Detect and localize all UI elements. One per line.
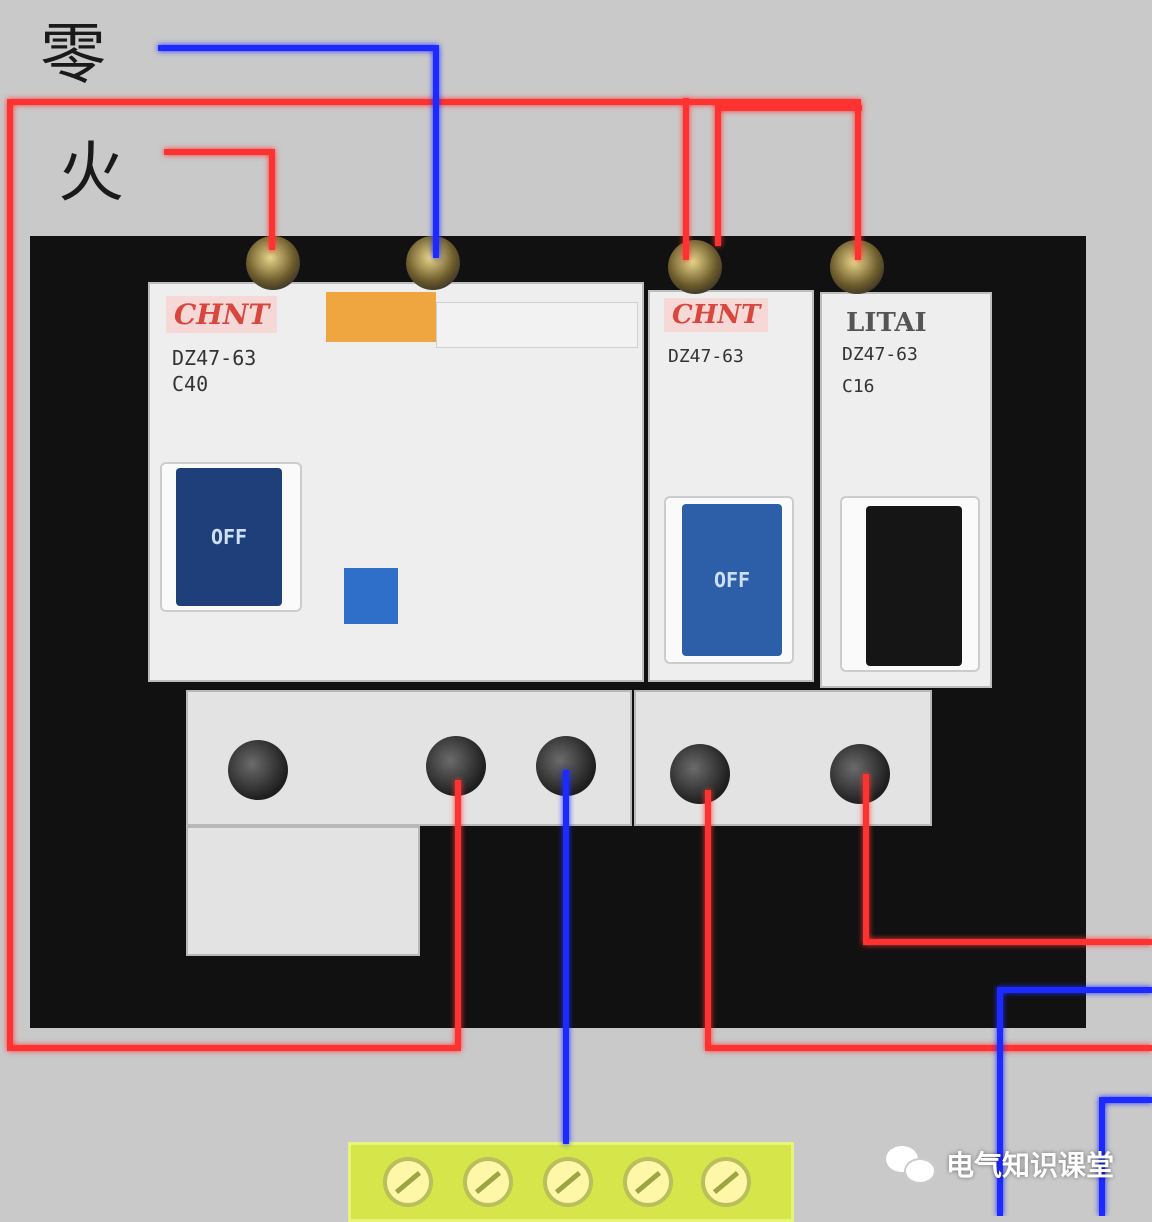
watermark: 电气知识课堂 (886, 1144, 1114, 1184)
neutral-wire-out-2 (1099, 1097, 1152, 1216)
wechat-icon (886, 1144, 936, 1184)
lever-branch-2 (866, 506, 962, 666)
neutral-label: 零 (40, 16, 106, 93)
rating-label-main: C40 (172, 372, 209, 396)
lever-main: OFF (176, 468, 282, 606)
terminal-screw (228, 740, 288, 800)
rcd-test-square (344, 568, 398, 624)
neutral-busbar (348, 1142, 794, 1222)
brand-label-main: CHNT (166, 296, 278, 333)
test-button (326, 292, 436, 342)
brand-label-branch-2: LITAI (846, 308, 927, 338)
lever-main-text: OFF (210, 525, 248, 549)
busbar-screw (383, 1157, 433, 1207)
busbar-screw (701, 1157, 751, 1207)
neutral-wire-input (158, 45, 439, 258)
busbar-screw (623, 1157, 673, 1207)
live-wire-input (164, 149, 275, 250)
terminal-screw (670, 744, 730, 804)
model-label-branch-2: DZ47-63 (842, 344, 918, 365)
live-wire-branch-1-out (705, 790, 1152, 1051)
rating-label-branch-2: C16 (842, 376, 875, 397)
busbar-screw (463, 1157, 513, 1207)
lever-branch-1-text: OFF (713, 568, 751, 592)
terminal-screw (668, 240, 722, 294)
live-wire-branch-1-jump (715, 105, 862, 246)
live-wire-main-loop (7, 99, 861, 1051)
live-wire-group (7, 98, 1152, 1051)
rcd-title-label (436, 302, 638, 348)
terminal-screw (830, 744, 890, 804)
neutral-wire-group (158, 45, 1152, 1216)
live-wire-branch-2-out (863, 774, 1152, 945)
neutral-wire-out-1 (997, 987, 1152, 1216)
lever-branch-1: OFF (682, 504, 782, 656)
model-label-branch-1: DZ47-63 (668, 346, 744, 367)
live-label: 火 (58, 134, 124, 211)
brand-label-branch-1: CHNT (664, 298, 769, 332)
busbar-screw (543, 1157, 593, 1207)
model-label-main: DZ47-63 (172, 346, 257, 370)
watermark-text: 电气知识课堂 (946, 1149, 1115, 1182)
rcd-module-base (186, 826, 420, 956)
